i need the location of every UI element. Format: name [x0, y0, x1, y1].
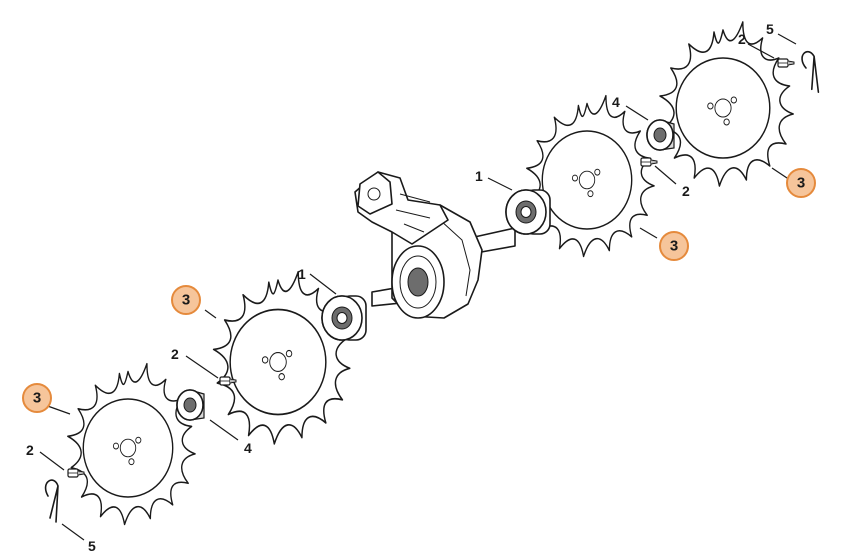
label-hub-right: 1 [475, 168, 483, 184]
callout-tine-2: 3 [22, 383, 52, 413]
flange-right [646, 119, 675, 151]
label-bolt-d: 2 [738, 31, 746, 47]
label-bolt-a: 2 [171, 346, 179, 362]
hub-right [505, 189, 551, 235]
svg-text:3: 3 [797, 175, 805, 192]
tine-wheel-right-outer [659, 21, 795, 187]
label-pin-right: 5 [766, 21, 774, 37]
label-flange-right: 4 [612, 94, 620, 110]
label-bolt-c: 2 [682, 183, 690, 199]
gearbox-assembly [354, 171, 516, 319]
callout-tine-1: 3 [171, 285, 201, 315]
callout-tine-4: 3 [786, 168, 816, 198]
pin-left [44, 479, 59, 523]
callout-tine-3: 3 [659, 231, 689, 261]
tine-wheel-left-inner [212, 270, 351, 445]
pin-right [800, 49, 822, 95]
tine-wheel-left-outer [67, 362, 196, 526]
label-bolt-b: 2 [26, 442, 34, 458]
svg-text:3: 3 [33, 390, 41, 407]
hub-left [321, 295, 367, 341]
svg-text:3: 3 [182, 292, 190, 309]
svg-text:3: 3 [670, 238, 678, 255]
label-pin-left: 5 [88, 538, 96, 554]
label-hub-left: 1 [298, 266, 306, 282]
bolt-d [777, 58, 795, 68]
label-flange-left: 4 [244, 440, 252, 456]
bolt-c [640, 157, 658, 167]
flange-left [176, 389, 205, 421]
